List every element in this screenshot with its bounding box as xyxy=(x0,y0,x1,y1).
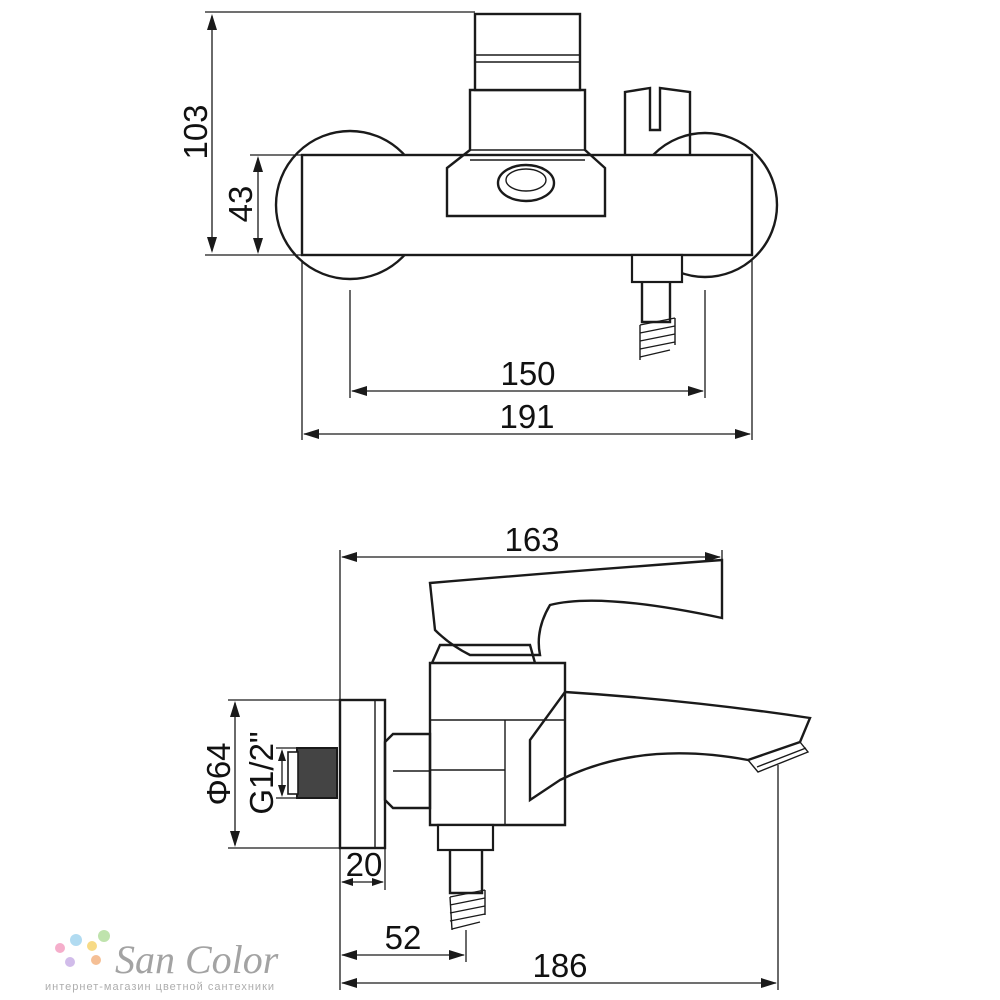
lever-handle-side xyxy=(428,558,724,657)
spout-outlet xyxy=(496,163,556,203)
logo-dots xyxy=(55,930,110,967)
threaded-inlet xyxy=(296,747,338,799)
logo-name: San Color xyxy=(115,937,279,982)
dim-52: 52 xyxy=(339,890,467,990)
dim-150-label: 150 xyxy=(500,355,555,392)
dim-20-label: 20 xyxy=(346,846,383,883)
dim-43: 43 xyxy=(222,154,302,254)
logo-dot xyxy=(87,941,97,951)
dim-163: 163 xyxy=(339,521,723,700)
dim-103-label: 103 xyxy=(177,104,214,159)
hose-outlet-side xyxy=(436,823,495,852)
hose-spiral-top xyxy=(639,317,676,360)
logo-dot xyxy=(91,955,101,965)
logo-dot xyxy=(55,943,65,953)
dim-186-label: 186 xyxy=(532,947,587,984)
dim-g12: G1/2" xyxy=(243,731,297,815)
top-view: 103 43 150 191 xyxy=(177,11,779,440)
brand-logo: San Color интернет-магазин цветной санте… xyxy=(45,930,279,993)
dim-191-label: 191 xyxy=(499,398,554,435)
cartridge-housing-top xyxy=(445,88,607,218)
diverter-knob-top xyxy=(623,86,692,155)
hose-connector-top xyxy=(630,253,684,284)
dim-52-label: 52 xyxy=(385,919,422,956)
dim-103: 103 xyxy=(177,11,475,256)
dim-20: 20 xyxy=(339,846,386,890)
logo-tagline: интернет-магазин цветной сантехники xyxy=(45,981,275,993)
dim-163-label: 163 xyxy=(504,521,559,558)
dim-150: 150 xyxy=(349,290,706,398)
handle-top-view xyxy=(473,12,582,92)
spout-side xyxy=(528,690,812,803)
wall-flange-side xyxy=(338,698,387,850)
dim-43-label: 43 xyxy=(222,186,259,223)
mixer-body-top xyxy=(300,153,754,257)
dim-phi64-label: Φ64 xyxy=(200,742,237,805)
logo-dot xyxy=(65,957,75,967)
hose-spiral-side xyxy=(449,889,486,931)
dim-phi64: Φ64 xyxy=(200,699,340,849)
dim-186: 186 xyxy=(341,765,779,990)
dim-g12-label: G1/2" xyxy=(243,731,280,814)
logo-dot xyxy=(70,934,82,946)
logo-dot xyxy=(98,930,110,942)
side-view: 163 Φ64 G1/2" 20 xyxy=(200,521,812,990)
dim-191: 191 xyxy=(301,260,753,440)
mixer-body-side xyxy=(428,661,567,827)
